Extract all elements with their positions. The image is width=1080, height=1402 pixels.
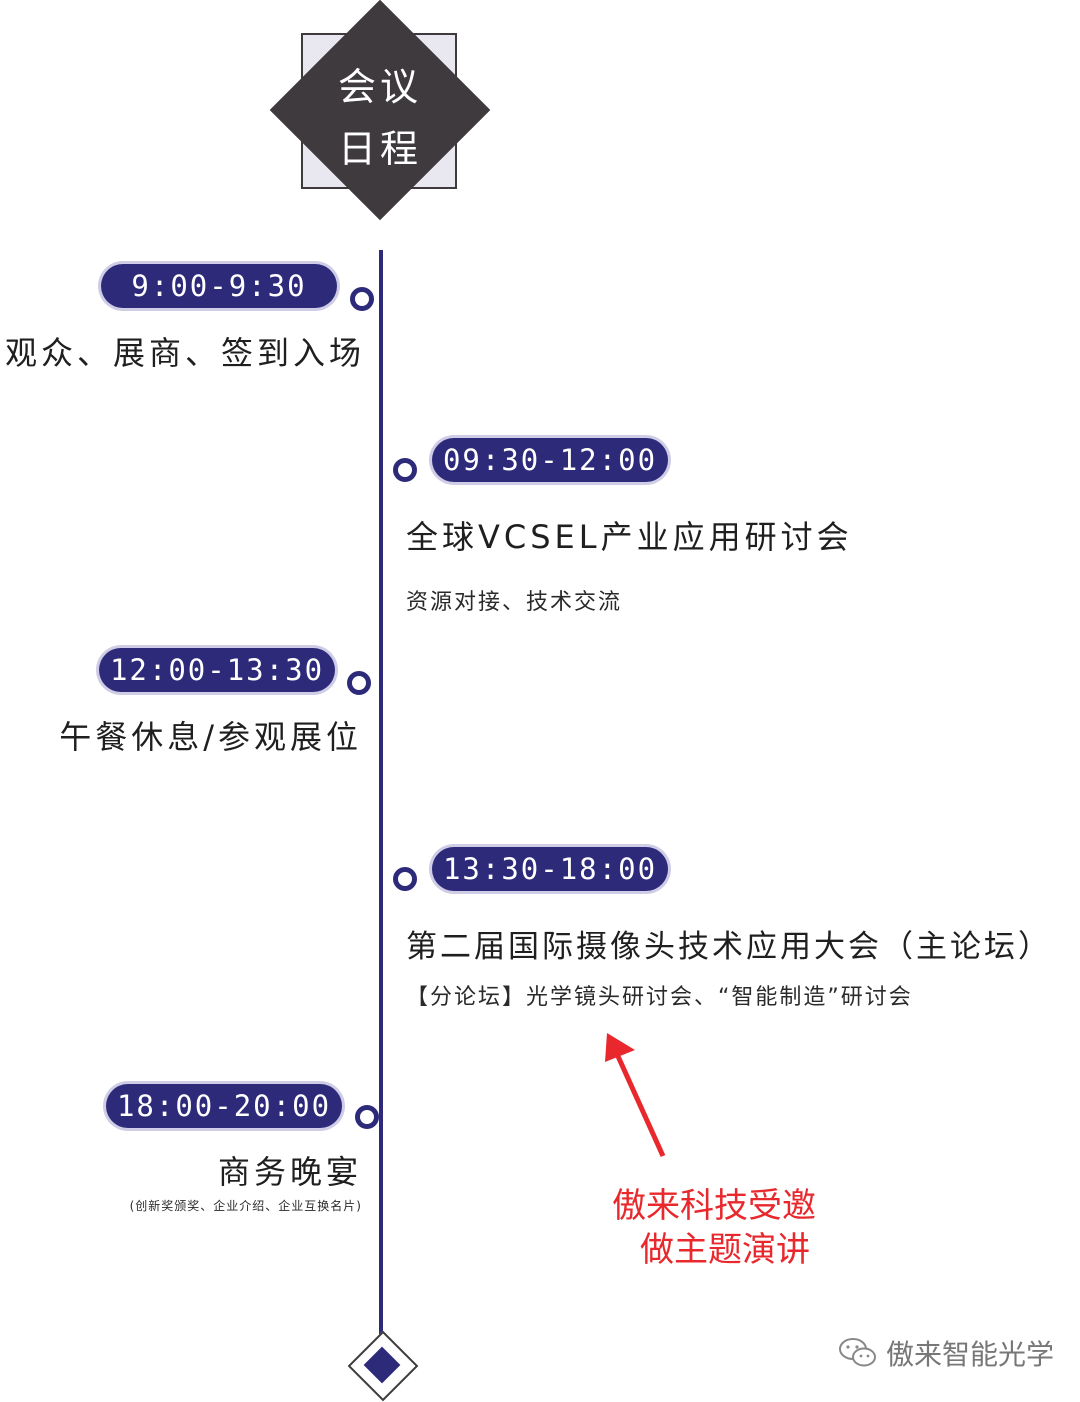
red-arrow-icon [605, 1033, 666, 1158]
schedule-subtitle: (创新奖颁奖、企业介绍、企业互换名片) [129, 1199, 362, 1213]
schedule-title: 商务晚宴 [217, 1153, 362, 1191]
timeline-dot [393, 867, 417, 891]
schedule-subtitle: 【分论坛】光学镜头研讨会、“智能制造”研讨会 [406, 985, 913, 1010]
watermark-text: 傲来智能光学 [886, 1338, 1055, 1371]
annotation-line1: 傲来科技受邀 [612, 1186, 816, 1226]
schedule-title: 全球VCSEL产业应用研讨会 [406, 518, 853, 556]
schedule-title: 第二届国际摄像头技术应用大会（主论坛） [406, 929, 1052, 965]
header-title-line2: 日程 [337, 127, 422, 171]
timeline-dot [347, 671, 371, 695]
time-badge: 12:00-13:30 [99, 648, 335, 692]
schedule-title: 观众、展商、签到入场 [4, 334, 365, 372]
wechat-icon [839, 1338, 876, 1367]
schedule-subtitle: 资源对接、技术交流 [406, 590, 623, 615]
time-badge: 13:30-18:00 [432, 847, 668, 891]
annotation-line2: 做主题演讲 [640, 1230, 810, 1270]
timeline-dot [355, 1105, 379, 1129]
timeline-dot [393, 458, 417, 482]
time-badge: 18:00-20:00 [106, 1084, 342, 1128]
time-badge: 09:30-12:00 [432, 438, 668, 482]
watermark: 傲来智能光学 [838, 1333, 1054, 1373]
time-badge: 9:00-9:30 [101, 264, 337, 308]
timeline-line [379, 250, 383, 1335]
timeline-dot [350, 287, 374, 311]
schedule-title: 午餐休息/参观展位 [59, 718, 362, 756]
header-title-line1: 会议 [337, 65, 422, 109]
